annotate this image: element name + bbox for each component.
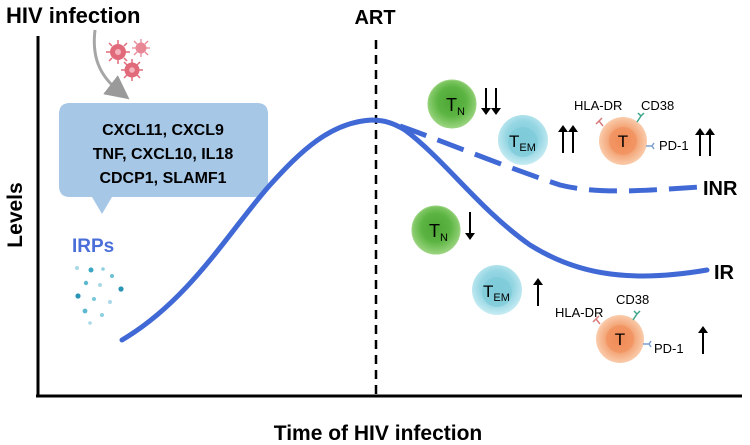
tem-sub-ir: EM	[493, 292, 510, 304]
callout-line-1: CXCL11, CXCL9	[102, 122, 224, 139]
cd38-label-inr: CD38	[641, 98, 674, 113]
svg-text:TN: TN	[429, 221, 448, 244]
y-axis-label: Levels	[4, 182, 27, 247]
hiv-infection-label: HIV infection	[6, 3, 140, 28]
hla-dr-label-inr: HLA-DR	[574, 98, 622, 113]
tem-cell-ir: TEM	[472, 265, 522, 315]
callout-line-2: TNF, CXCL10, IL18	[93, 146, 234, 163]
tem-up-arrow-icon	[533, 278, 543, 306]
tn-cell-ir: TN	[411, 205, 461, 255]
svg-text:TEM: TEM	[509, 132, 536, 154]
inr-curve	[399, 123, 701, 194]
tn-letter-ir: T	[429, 221, 440, 241]
ir-curve	[402, 127, 710, 279]
cytokine-callout: CXCL11, CXCL9 TNF, CXCL10, IL18 CDCP1, S…	[59, 103, 268, 214]
tn-down-down-arrows-icon	[481, 88, 501, 115]
tn-down-arrow-icon	[465, 212, 475, 240]
tn-sub-ir: N	[440, 232, 448, 244]
virus-icon	[106, 39, 150, 81]
hla-dr-label-ir: HLA-DR	[555, 305, 603, 320]
tn-sub: N	[457, 106, 465, 118]
tem-cell-inr: TEM	[498, 115, 548, 165]
irp-level-curve	[119, 117, 408, 343]
callout-line-3: CDCP1, SLAMF1	[99, 170, 226, 187]
t-cell-letter-ir: T	[615, 330, 625, 349]
pd1-up-arrow-icon	[698, 326, 708, 354]
svg-text:TN: TN	[446, 95, 465, 118]
ir-label: IR	[714, 262, 735, 284]
cd38-label-ir: CD38	[616, 292, 649, 307]
activated-t-cell-ir: T	[592, 310, 652, 363]
tn-letter: T	[446, 95, 457, 115]
pd1-label-ir: PD-1	[654, 341, 684, 356]
tn-cell-inr: TN	[427, 79, 477, 129]
tem-up-up-arrows-icon	[558, 125, 578, 153]
t-cell-letter-inr: T	[618, 132, 628, 151]
inr-label: INR	[703, 178, 738, 200]
pd1-up-up-arrows-icon	[695, 128, 715, 156]
tem-letter: T	[509, 132, 519, 151]
x-axis-label: Time of HIV infection	[274, 422, 482, 445]
art-label: ART	[354, 7, 395, 29]
tem-letter-ir: T	[483, 282, 493, 301]
irps-label: IRPs	[72, 236, 114, 257]
pd1-label-inr: PD-1	[659, 138, 689, 153]
tem-sub: EM	[519, 142, 536, 154]
svg-text:TEM: TEM	[483, 282, 510, 304]
infection-arrow	[92, 29, 130, 100]
activated-t-cell-inr: T	[595, 112, 655, 165]
irp-dots	[75, 266, 124, 325]
